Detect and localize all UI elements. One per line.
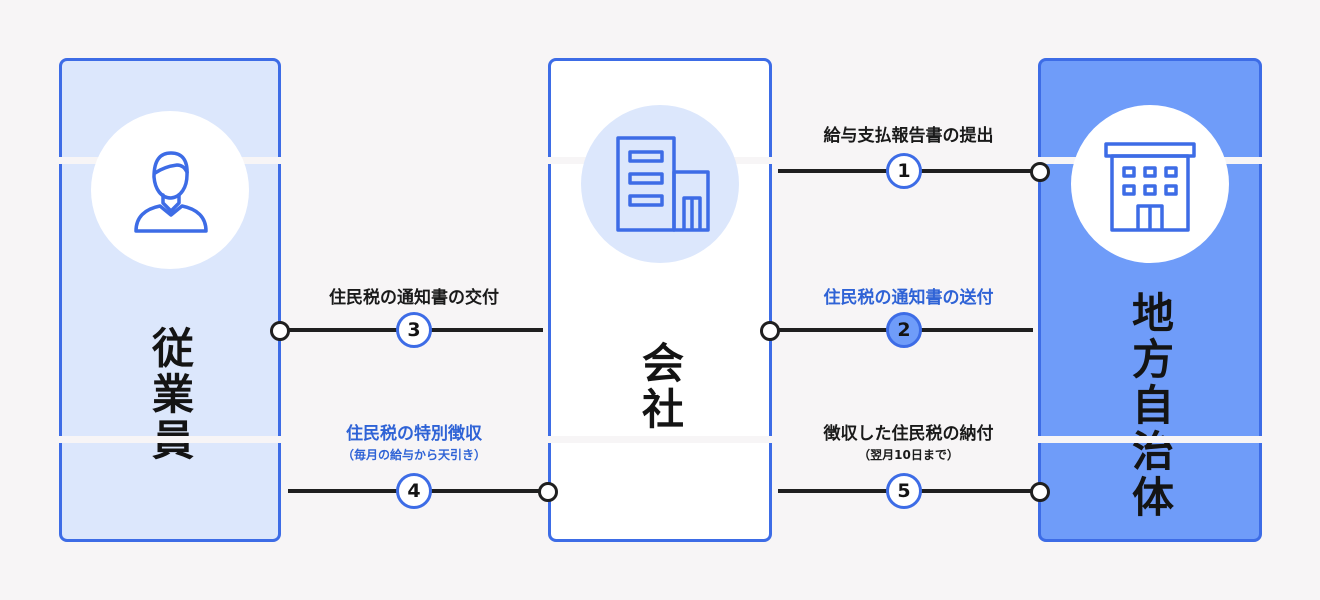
municipality-icon-circle — [1071, 105, 1229, 263]
flow-4-number-badge: 4 — [396, 473, 432, 509]
employee-box: 従業員 — [58, 58, 282, 542]
flow-4-end-node — [538, 482, 558, 502]
municipality-box: 地方自治体 — [1037, 58, 1263, 542]
office-building-icon — [616, 136, 710, 232]
flow-5-number-badge: 5 — [886, 473, 922, 509]
flow-5-label: 徴収した住民税の納付 — [823, 424, 994, 444]
company-icon-circle — [581, 105, 739, 263]
flow-1-label: 給与支払報告書の提出 — [823, 126, 994, 146]
employee-label: 従業員 — [145, 326, 195, 464]
flow-3-number-badge: 3 — [396, 312, 432, 348]
flow-2-label: 住民税の通知書の送付 — [823, 288, 994, 308]
flow-4-label: 住民税の特別徴収 — [346, 424, 482, 444]
government-building-icon — [1104, 142, 1196, 232]
company-label: 会社 — [635, 341, 685, 433]
flow-1-end-node — [1030, 162, 1050, 182]
flow-3-label: 住民税の通知書の交付 — [329, 288, 499, 308]
flow-3-end-node — [270, 321, 290, 341]
flow-4-sublabel: （毎月の給与から天引き） — [341, 448, 486, 462]
flow-1-number-badge: 1 — [886, 153, 922, 189]
flow-5-end-node — [1030, 482, 1050, 502]
flow-2-end-node — [760, 321, 780, 341]
employee-icon-circle — [91, 111, 249, 269]
flow-5-sublabel: （翌月10日まで） — [858, 448, 959, 462]
company-box: 会社 — [547, 58, 773, 542]
municipality-label: 地方自治体 — [1125, 291, 1175, 521]
flow-2-number-badge: 2 — [886, 312, 922, 348]
person-icon — [134, 151, 208, 233]
